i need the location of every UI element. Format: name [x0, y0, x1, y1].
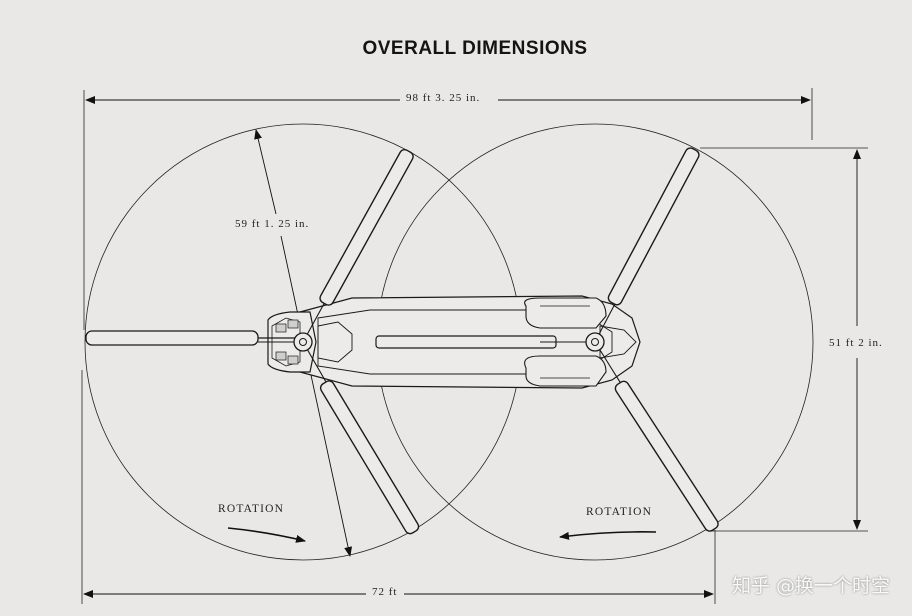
overall-length-dimension [83, 88, 813, 330]
front-rotation-label: ROTATION [218, 503, 285, 515]
rear-rotation-label: ROTATION [586, 506, 653, 518]
rotor-radius-dimension [254, 129, 353, 557]
fuselage [85, 295, 641, 389]
rotor-span-label: 72 ft [370, 586, 400, 598]
watermark: 知乎 @换一个时空 [731, 575, 890, 597]
overall-length-label: 98 ft 3. 25 in. [404, 92, 483, 104]
overall-height-label: 51 ft 2 in. [827, 337, 885, 349]
overall-height-dimension [700, 147, 868, 532]
front-rotor [258, 148, 420, 535]
rear-rotor [540, 147, 719, 532]
front-rotation-arrow [227, 527, 306, 543]
rear-rotor-blade-upper [607, 147, 700, 306]
diagram-title: OVERALL DIMENSIONS [362, 38, 588, 59]
rear-rotation-arrow [559, 531, 657, 540]
front-rotor-blade-upper [319, 148, 414, 306]
front-rotor-blade-lower [319, 380, 420, 535]
rotor-span-dimension [81, 370, 716, 604]
rotor-radius-label: 59 ft 1. 25 in. [233, 218, 312, 230]
rear-rotor-blade-lower [614, 380, 719, 532]
